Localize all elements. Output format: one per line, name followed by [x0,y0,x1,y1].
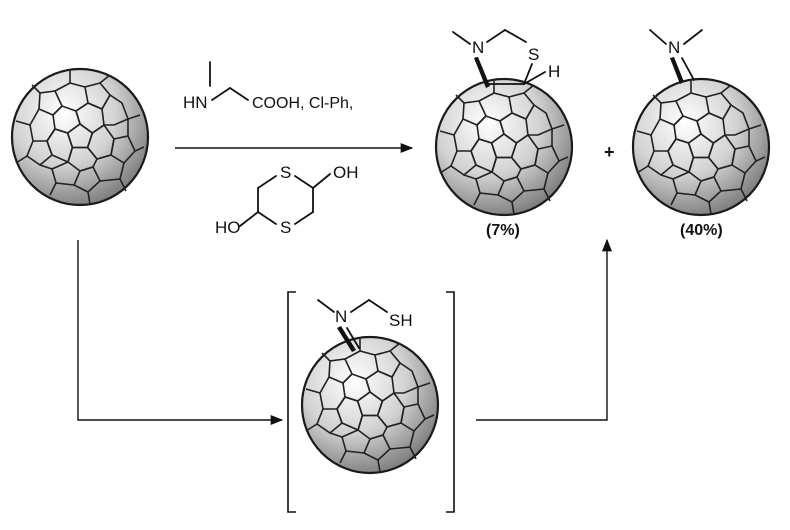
pyrrolidine-wedge-bond [670,57,684,84]
dithiane-s-bottom: S [280,218,291,237]
intermediate-wedge-bond [337,326,356,352]
intermediate-n-label: N [335,307,347,326]
thiol-intermediate: N SH [300,299,440,475]
c60-starting-material [10,67,150,207]
acid-solvent-label: COOH, Cl-Ph, [252,95,353,112]
lower-arrow-to-products [476,238,613,421]
thiazolidine-wedge-bond [474,57,490,88]
thiazolidine-product: N S H (7%) [434,29,574,239]
dithiane-ho-left: HO [215,218,241,237]
thiazolidine-s-label: S [528,45,539,64]
thiazolidine-yield: (7%) [486,222,520,239]
pyrrolidine-n-label: N [668,38,680,57]
thiazolidine-n-label: N [472,38,484,57]
amine-nh-label: HN [183,93,208,112]
lower-arrow-to-intermediate [77,240,284,426]
dithiane-s-top: S [280,163,291,182]
right-bracket [446,291,455,513]
intermediate-sh-label: SH [389,311,413,330]
dithiane-reagent: S OH HO S [215,163,359,237]
dithiane-oh-right: OH [333,163,359,182]
left-bracket [287,291,296,513]
pyrrolidine-product: N (40%) [631,29,771,239]
pyrrolidine-yield: (40%) [680,222,723,239]
thiazolidine-h-label: H [548,62,560,81]
sarcosine-reagent: HN COOH, Cl-Ph, [183,61,353,112]
plus-sign: + [604,142,615,162]
